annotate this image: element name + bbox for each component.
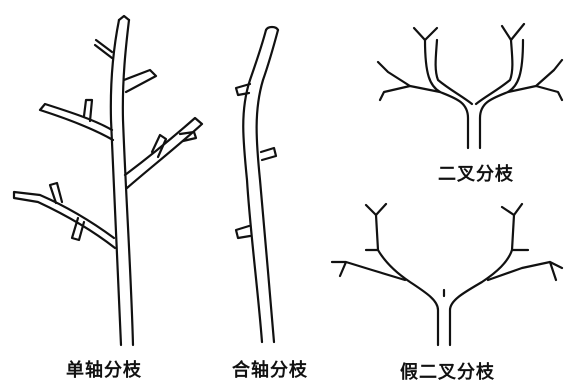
pseudo-dichotomous-branch-drawing — [332, 204, 562, 345]
sympodial-branch-drawing — [236, 27, 278, 342]
monopodial-label: 单轴分枝 — [66, 356, 142, 382]
sympodial-label: 合轴分枝 — [232, 356, 308, 382]
monopodial-branch-drawing — [14, 16, 202, 345]
dichotomous-branch-drawing — [378, 24, 562, 148]
dichotomous-label: 二叉分枝 — [438, 160, 514, 186]
pseudo-dichotomous-label: 假二叉分枝 — [400, 358, 495, 384]
